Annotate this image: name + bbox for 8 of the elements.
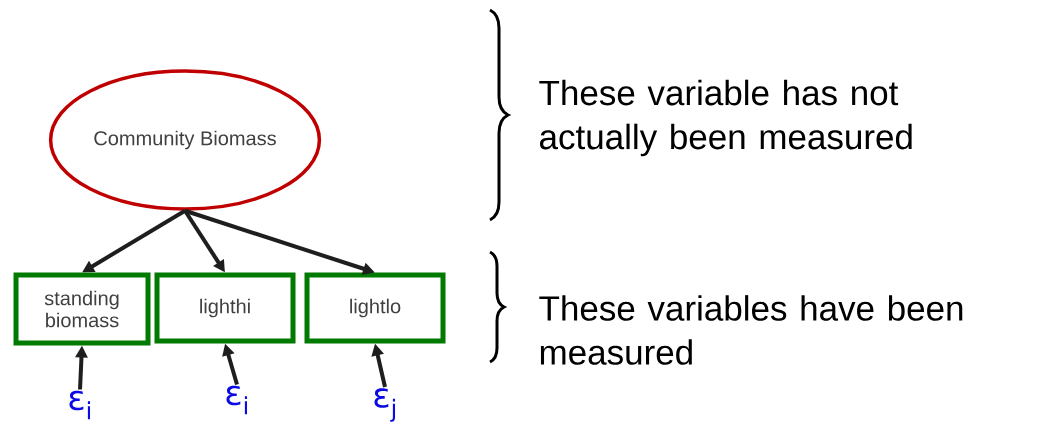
error-term: ε$_{i}$ [226, 385, 247, 415]
observed-variable-box: standing biomass [13, 272, 151, 346]
observed-variable-box: lighthi [154, 272, 296, 344]
error-term: ε$_{j}$ [374, 388, 395, 422]
annotation-text: These variable has not actually been measured [539, 79, 912, 157]
annotation-text: These variables have been measured [539, 295, 963, 365]
observed-variable-box: lightlo [304, 272, 446, 344]
error-term: ε$_{i}$ [69, 390, 90, 420]
